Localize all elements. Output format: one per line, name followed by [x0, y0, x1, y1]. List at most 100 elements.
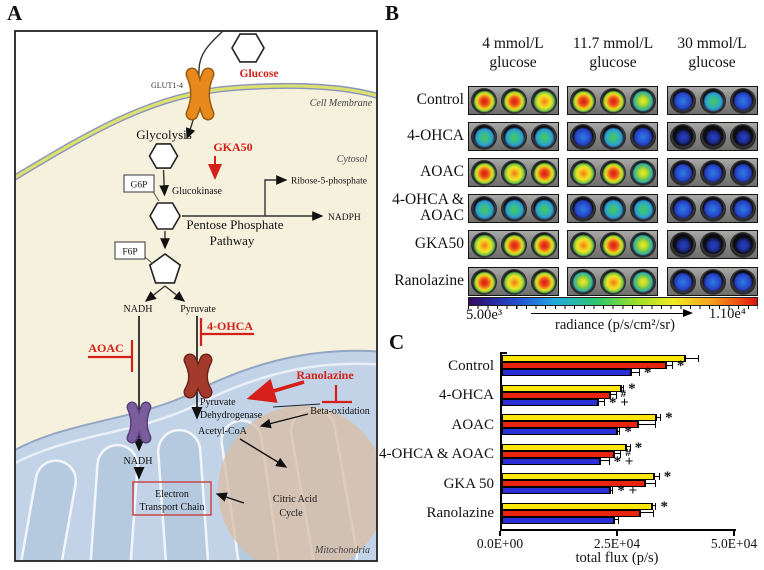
well [471, 196, 497, 222]
radiance-blob [503, 90, 525, 112]
radiance-blob [504, 127, 524, 147]
significance-marker: * + [608, 394, 629, 411]
significance-marker: * [644, 365, 652, 381]
error-bar-cap [615, 391, 617, 399]
error-bar [626, 446, 631, 448]
well [501, 232, 527, 258]
hexose-hexagon-1 [148, 143, 179, 169]
colorbar-arrowhead-icon [683, 309, 693, 317]
error-bar-cap [618, 516, 619, 524]
treatment-row-label: 4-OHCA &AOAC [392, 191, 464, 224]
well [570, 88, 596, 114]
significance-marker: * [676, 358, 685, 374]
chart-category-label: Ranolazine [426, 505, 494, 521]
well-strip [468, 86, 559, 115]
error-bar-cap [684, 355, 686, 362]
radiance-blob [734, 273, 752, 291]
significance-marker: * [634, 439, 643, 456]
cell-membrane-label: Cell Membrane [310, 98, 373, 109]
error-bar [614, 519, 619, 521]
colorbar-ticks [468, 306, 758, 309]
ranolazine-label: Ranolazine [296, 368, 354, 382]
bar-yellow [502, 443, 627, 451]
well-strip [667, 86, 758, 115]
error-bar [684, 357, 699, 359]
error-bar [656, 416, 662, 418]
radiance-blob [704, 273, 722, 291]
error-bar [630, 371, 641, 373]
well [501, 269, 527, 295]
pyruvate-transporter-icon [183, 353, 213, 399]
bar-red [502, 421, 638, 428]
y-axis-top-tick [500, 352, 507, 354]
well-strip [667, 267, 758, 296]
radiance-blob [675, 237, 691, 253]
error-bar-cap [639, 369, 641, 376]
error-bar [665, 364, 673, 366]
error-bar-cap [651, 502, 653, 510]
ribose-branch-arrow [264, 175, 288, 216]
radiance-blob [633, 91, 653, 111]
g6p-label: G6P [131, 181, 148, 191]
ohca-label: 4-OHCA [207, 319, 253, 333]
glycolysis-label: Glycolysis [136, 127, 192, 142]
error-bar-cap [697, 355, 699, 362]
bar-blue [502, 398, 598, 406]
well-strip [667, 122, 758, 151]
bar-blue [502, 428, 617, 435]
well [471, 88, 497, 114]
radiance-blob [533, 234, 555, 256]
error-bar [651, 505, 657, 507]
radiance-blob [603, 127, 623, 147]
bar-red [502, 362, 666, 369]
acetyl-to-cac-arrow [239, 438, 288, 468]
radiance-blob [633, 272, 653, 292]
x-axis-tick [733, 531, 735, 536]
error-bar [654, 475, 660, 477]
radiance-blob [503, 271, 525, 293]
nadh-cytosol-label: NADH [124, 304, 153, 315]
well [600, 232, 626, 258]
radiance-blob [634, 128, 652, 146]
well [501, 124, 527, 150]
well [730, 196, 756, 222]
bar-red [502, 391, 610, 399]
nadh-mito-label: NADH [124, 456, 153, 467]
x-axis-tick [616, 531, 618, 536]
x-axis-title: total flux (p/s) [575, 550, 659, 566]
radiance-blob [503, 162, 525, 184]
well-strip [468, 158, 559, 187]
well [630, 160, 656, 186]
error-bar-cap [620, 450, 622, 458]
error-bar [621, 387, 625, 389]
mitochondria-shape [15, 349, 377, 561]
well [600, 196, 626, 222]
cac-label-1: Citric Acid [273, 494, 317, 505]
radiance-blob [572, 90, 594, 112]
chart-category-label: GKA 50 [443, 475, 494, 492]
aoac-label: AOAC [88, 341, 123, 355]
error-bar-cap [653, 509, 655, 517]
radiance-blob [704, 164, 722, 182]
significance-marker: * + [613, 453, 634, 470]
etc-label-1: Electron [155, 489, 189, 500]
well [471, 160, 497, 186]
error-bar-cap [665, 362, 667, 369]
chart-category-label: Control [448, 357, 494, 374]
cac-label-2: Cycle [279, 508, 303, 519]
well [670, 160, 696, 186]
error-bar [609, 394, 617, 396]
mitochondria-label: Mitochondria [314, 545, 370, 556]
bar-red [502, 509, 641, 517]
bar-yellow [502, 473, 655, 480]
error-bar [609, 489, 614, 491]
treatment-row-label: GKA50 [414, 235, 464, 252]
nadh-transporter-icon [126, 401, 152, 444]
well [630, 269, 656, 295]
well [730, 88, 756, 114]
pyruvate-label: Pyruvate [180, 304, 216, 315]
error-bar-cap [660, 414, 662, 421]
radiance-blob [674, 273, 692, 291]
total-flux-chart: ***#* +***#* +** +* [500, 352, 736, 531]
